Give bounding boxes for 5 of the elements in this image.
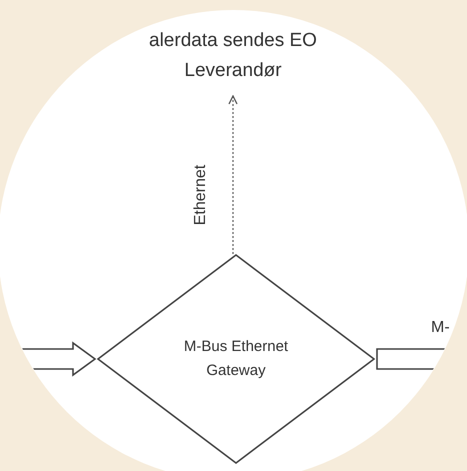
edge-label: M-: [431, 318, 450, 338]
arrow: [228, 95, 238, 254]
destination-label: alerdata sendes EO Leverandør: [148, 29, 318, 83]
edge-label: Ethernet: [191, 164, 210, 226]
node-label: M-Bus Ethernet Gateway: [182, 337, 290, 381]
